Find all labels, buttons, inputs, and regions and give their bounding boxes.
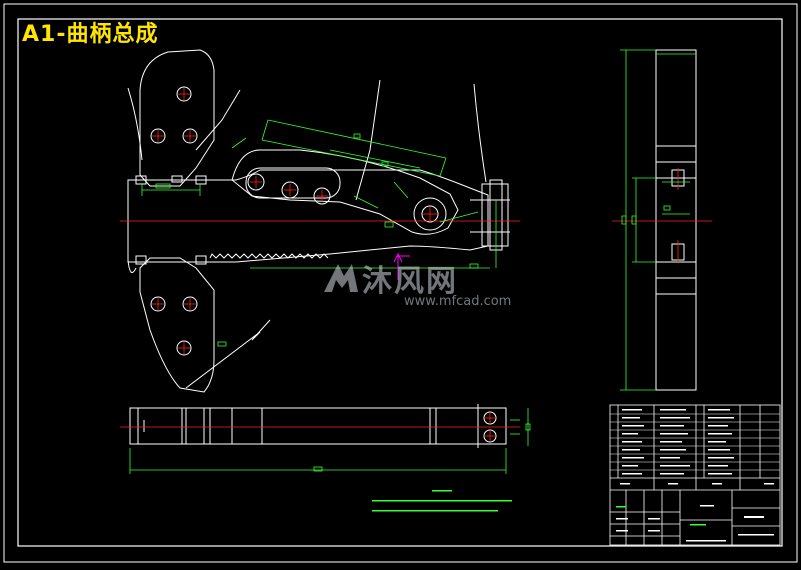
crank-arm	[231, 149, 459, 235]
drawing-title: A1-曲柄总成	[22, 22, 159, 47]
bottom-view-outline	[129, 407, 507, 445]
leader-right	[473, 83, 487, 183]
hole-4	[150, 296, 166, 312]
main-beam	[127, 169, 489, 263]
outer-border	[3, 3, 798, 563]
parts-list-frame	[609, 404, 781, 546]
pivot-circle	[413, 197, 447, 231]
end-fork	[481, 183, 509, 247]
title-block	[609, 404, 781, 546]
bottom-holes-centermarks	[484, 412, 496, 442]
title-block-green-marks	[616, 506, 706, 526]
leader-upper-left	[127, 87, 143, 161]
leader-mid	[355, 79, 381, 201]
watermark: 沐风网 www.mfcad.com	[318, 256, 511, 309]
upper-bracket-plate	[139, 49, 215, 187]
leader-upper	[195, 89, 241, 151]
side-view	[655, 49, 697, 391]
main-dimensions	[141, 119, 497, 347]
arm-slot	[245, 167, 341, 199]
main-view-crank-assembly	[127, 49, 510, 393]
break-line	[185, 319, 271, 389]
hole-2	[150, 128, 166, 144]
side-dimensions	[620, 49, 696, 391]
side-view-outline	[655, 49, 697, 391]
parts-list-rows	[610, 413, 780, 471]
inner-border	[17, 18, 783, 547]
watermark-brand: 沐风网	[362, 264, 458, 299]
bolt-holes	[150, 86, 438, 356]
hole-3	[182, 128, 198, 144]
hole-6	[176, 340, 192, 356]
watermark-url: www.mfcad.com	[404, 294, 512, 309]
parts-list-scribbles	[616, 409, 774, 542]
hole-centermarks	[152, 88, 438, 354]
technical-notes	[372, 490, 512, 512]
hole-1	[176, 86, 192, 102]
bottom-dimensions	[129, 408, 531, 474]
hole-7	[247, 173, 265, 191]
serrated-edge	[209, 253, 329, 259]
leader-lower-left	[127, 259, 137, 273]
bottom-view	[129, 404, 507, 448]
hole-8	[281, 181, 299, 199]
mfcad-logo-icon	[324, 264, 358, 292]
hole-5	[182, 296, 198, 312]
lower-bracket-plate	[139, 257, 215, 393]
section-arrow	[393, 252, 410, 280]
hole-9	[313, 187, 331, 205]
